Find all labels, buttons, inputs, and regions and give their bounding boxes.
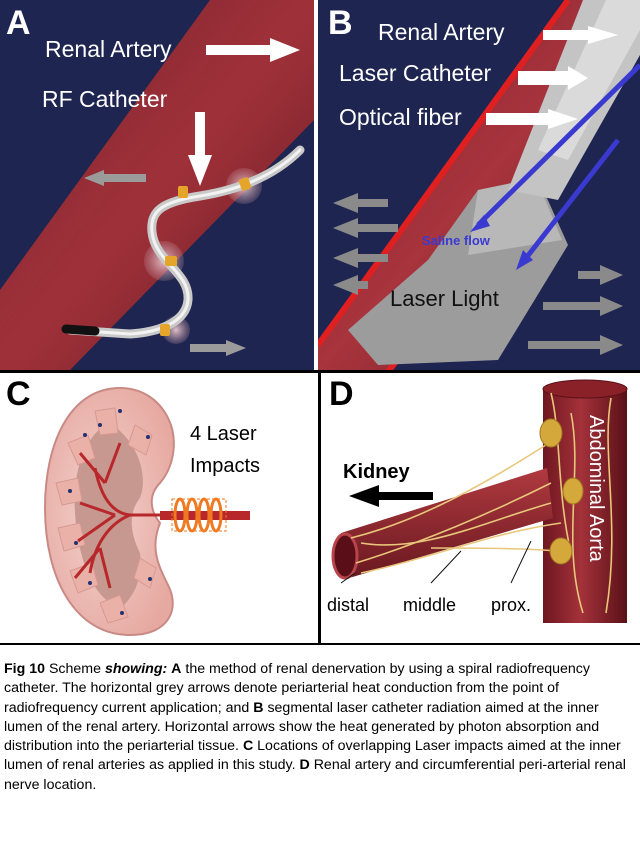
caption-letter-a: A [171, 661, 182, 677]
panel-a: A Renal Artery RF Catheter [0, 0, 314, 370]
panel-letter: D [329, 375, 354, 413]
panel-c: C 4 Laser Impacts [0, 373, 314, 643]
laser-impacts-label-2: Impacts [190, 455, 261, 477]
caption-text-d: Renal artery and circumferential peri-ar… [4, 757, 626, 793]
panel-d-illustration [331, 379, 628, 623]
renal-artery-pointer [543, 26, 618, 44]
caption-text-a: the method of renal denervation by using… [4, 661, 590, 716]
figure-number: Fig 10 [4, 661, 45, 677]
optical-fiber-label: Optical fiber [339, 104, 462, 130]
ganglia [539, 418, 584, 565]
laser-impacts-label-1: 4 Laser [190, 423, 257, 445]
divider [0, 643, 640, 645]
middle-label: middle [403, 595, 457, 615]
caption-text-c: Locations of overlapping Laser impacts a… [4, 738, 621, 774]
saline-flow-line [521, 138, 620, 264]
kidney-illustration [43, 386, 250, 637]
kidney-label: Kidney [343, 461, 410, 483]
electrodes [160, 177, 252, 336]
distal-label: distal [327, 595, 370, 615]
rf-catheter-pointer [188, 112, 212, 186]
caption-showing: showing: [104, 661, 168, 677]
caption-scheme: Scheme [48, 661, 101, 677]
renal-artery-label: Renal Artery [378, 19, 505, 45]
caption-letter-c: C [242, 738, 254, 755]
heat-arrows [333, 193, 623, 355]
panel-a-illustration [0, 0, 314, 370]
laser-catheter-label: Laser Catheter [339, 60, 492, 86]
prox-label: prox. [491, 595, 532, 615]
panel-b-illustration [318, 0, 640, 370]
heat-arrows [84, 170, 246, 356]
optical-fiber-pointer [486, 109, 578, 129]
panel-letter: B [328, 4, 353, 42]
panel-letter: C [6, 375, 31, 413]
rf-catheter-label: RF Catheter [42, 86, 168, 112]
optical-fiber [476, 63, 640, 227]
panel-d: D Kidney Abdominal Aorta distal middle p… [318, 373, 640, 643]
renal-vessels [73, 442, 170, 589]
caption-letter-d: D [299, 757, 310, 774]
renal-artery-pointer [206, 38, 300, 62]
renal-artery [160, 511, 250, 520]
saline-flow-label: Saline flow [422, 233, 490, 248]
caption-letter-b: B [253, 699, 264, 716]
abdominal-aorta-label: Abdominal Aorta [585, 415, 607, 562]
renal-nerves [350, 392, 613, 614]
laser-catheter-pointer [518, 66, 588, 90]
caption-text-b: segmental laser catheter radiation aimed… [4, 699, 600, 755]
divider [0, 370, 640, 373]
panel-b: B Renal Artery Laser Catheter Optical fi… [318, 0, 640, 370]
renal-artery-label: Renal Artery [45, 36, 172, 62]
label-pointers [340, 540, 532, 584]
kidney-direction-arrow [349, 485, 433, 507]
laser-light-label: Laser Light [390, 286, 499, 311]
panel-letter: A [6, 4, 31, 42]
figure-caption: Fig 10 Scheme showing: A the method of r… [4, 660, 636, 795]
